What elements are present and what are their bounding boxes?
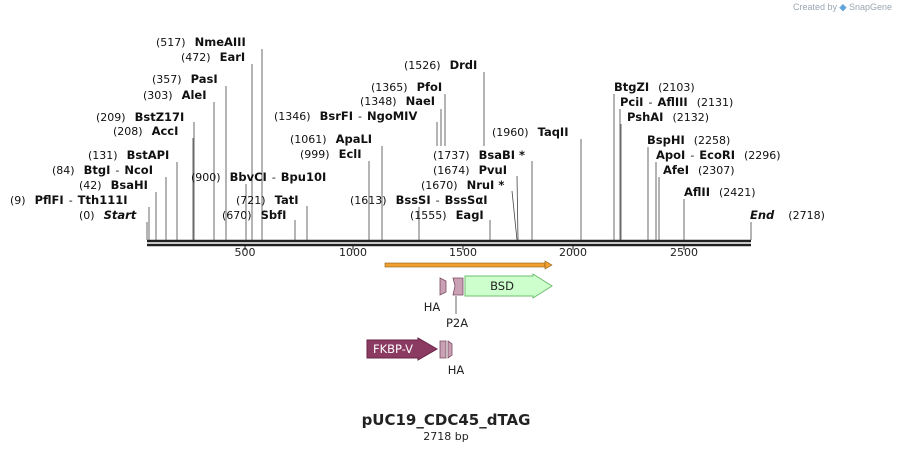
site-lines xyxy=(146,49,752,241)
ruler-label-1500: 1500 xyxy=(449,246,477,259)
site-bstz17i: (209)BstZ17I xyxy=(96,110,184,124)
site-line-pvui xyxy=(516,175,519,241)
site-tati: (721)TatI xyxy=(236,193,299,207)
site-acci: (208)AccI xyxy=(113,124,178,138)
site-pasi: (357)PasI xyxy=(152,72,218,86)
site-btgzi: BtgZI(2103) xyxy=(614,80,695,94)
site-bstapi: (131)BstAPI xyxy=(88,148,169,162)
plasmid-length: 2718 bp xyxy=(423,430,469,443)
watermark-brand: SnapGene xyxy=(848,2,892,12)
site-nrui: (1670)NruI * xyxy=(421,178,504,192)
feature-p2a-label: P2A xyxy=(446,316,468,330)
site-bbvci: (900)BbvCI-Bpu10I xyxy=(191,170,326,184)
ruler-label-1000: 1000 xyxy=(339,246,367,259)
site-aflii: AflII(2421) xyxy=(684,185,756,199)
site-btgi: (84)BtgI-NcoI xyxy=(52,163,153,177)
feature-fkbpv-label: FKBP-V xyxy=(373,342,413,356)
site-pfoi: (1365)PfoI xyxy=(371,80,442,94)
site-bsabi: (1737)BsaBI * xyxy=(433,148,525,162)
site-pflfi: (9)PflFI-Tth111I xyxy=(10,193,128,207)
ruler-label-2000: 2000 xyxy=(559,246,587,259)
site-bsphi: BspHI(2258) xyxy=(647,133,730,147)
feature-ha-1-label: HA xyxy=(424,300,441,314)
site-labels: (0)Start (9)PflFI-Tth111I (42)BsaHI (84)… xyxy=(10,35,825,222)
site-bsrfi: (1346)BsrFI-NgoMIV xyxy=(274,109,417,123)
site-pcii: PciI-AflIII(2131) xyxy=(620,95,733,109)
site-afei: AfeI(2307) xyxy=(663,163,735,177)
watermark-prefix: Created by xyxy=(792,2,837,12)
feature-ha-2-label: HA xyxy=(448,363,465,377)
site-pshai: PshAI(2132) xyxy=(627,110,709,124)
site-apali: (1061)ApaLI xyxy=(290,132,372,146)
snapgene-logo-icon: ◈ xyxy=(839,2,847,12)
dna-backbone xyxy=(147,239,751,247)
site-bsahi: (42)BsaHI xyxy=(79,178,148,192)
ruler-label-2500: 2500 xyxy=(670,246,698,259)
ruler: 500 1000 1500 2000 2500 xyxy=(235,245,698,259)
snapgene-watermark: Created by ◈ SnapGene xyxy=(793,2,892,13)
feature-ha-2[interactable]: HA xyxy=(439,340,465,377)
feature-fkbpv[interactable]: FKBP-V xyxy=(366,337,438,361)
orf-arrow[interactable] xyxy=(384,260,553,270)
feature-p2a[interactable]: P2A xyxy=(446,277,468,330)
site-taqii: (1960)TaqII xyxy=(492,125,569,139)
feature-ha-1[interactable]: HA xyxy=(424,277,447,314)
ruler-label-500: 500 xyxy=(235,246,256,259)
site-eari: (472)EarI xyxy=(181,50,245,64)
site-ecli: (999)EclI xyxy=(300,147,362,161)
feature-bsd[interactable]: BSD xyxy=(464,273,553,299)
plasmid-title: pUC19_CDC45_dTAG xyxy=(361,411,531,429)
site-pvui: (1674)PvuI xyxy=(433,163,507,177)
site-sbfi: (670)SbfI xyxy=(222,208,286,222)
site-drdi: (1526)DrdI xyxy=(404,58,477,72)
site-start: (0)Start xyxy=(79,208,137,222)
site-line-nrui xyxy=(511,190,518,241)
site-nmeaiii: (517)NmeAIII xyxy=(156,35,246,49)
site-end: End(2718) xyxy=(750,208,825,222)
site-apoi: ApoI-EcoRI(2296) xyxy=(656,148,781,162)
site-naei: (1348)NaeI xyxy=(360,94,435,108)
site-eagi: (1555)EagI xyxy=(410,208,484,222)
site-bsssi: (1613)BssSI-BssSαI xyxy=(350,193,488,207)
site-alei: (303)AleI xyxy=(143,88,207,102)
feature-bsd-label: BSD xyxy=(490,279,514,293)
